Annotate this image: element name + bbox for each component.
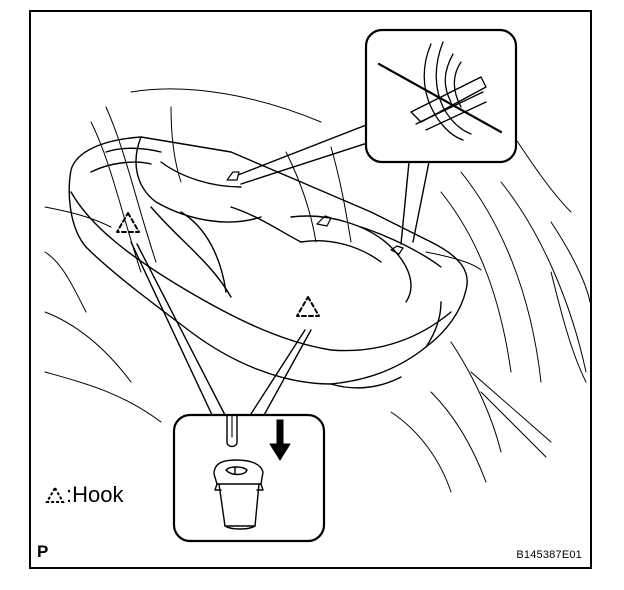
illustration-frame: : Hook P B145387E01 bbox=[29, 10, 592, 569]
arrow-down-icon bbox=[269, 419, 291, 461]
page-letter: P bbox=[37, 542, 49, 561]
reference-code: B145387E01 bbox=[516, 549, 582, 561]
hook-marker-right-icon bbox=[296, 296, 320, 317]
detail-box-incorrect bbox=[364, 28, 518, 164]
legend-label: Hook bbox=[72, 482, 124, 507]
legend: : Hook bbox=[45, 482, 123, 508]
hook-marker-triangles bbox=[116, 212, 320, 317]
vehicle-interior-background bbox=[44, 88, 590, 493]
hook-marker-left-icon bbox=[116, 212, 140, 233]
rear-seat-cushion-diagram bbox=[44, 28, 590, 543]
legend-separator: : bbox=[66, 482, 73, 507]
callout-lines-top bbox=[237, 119, 430, 245]
seat-hooks bbox=[226, 171, 404, 255]
callout-lines-bottom bbox=[130, 241, 312, 418]
seat-retainer-icon bbox=[213, 459, 264, 530]
seat-cushion bbox=[68, 136, 468, 389]
dashed-triangle-hook-icon bbox=[45, 485, 65, 503]
prohibited-slash-icon bbox=[377, 62, 503, 134]
detail-box-hook bbox=[172, 413, 326, 543]
